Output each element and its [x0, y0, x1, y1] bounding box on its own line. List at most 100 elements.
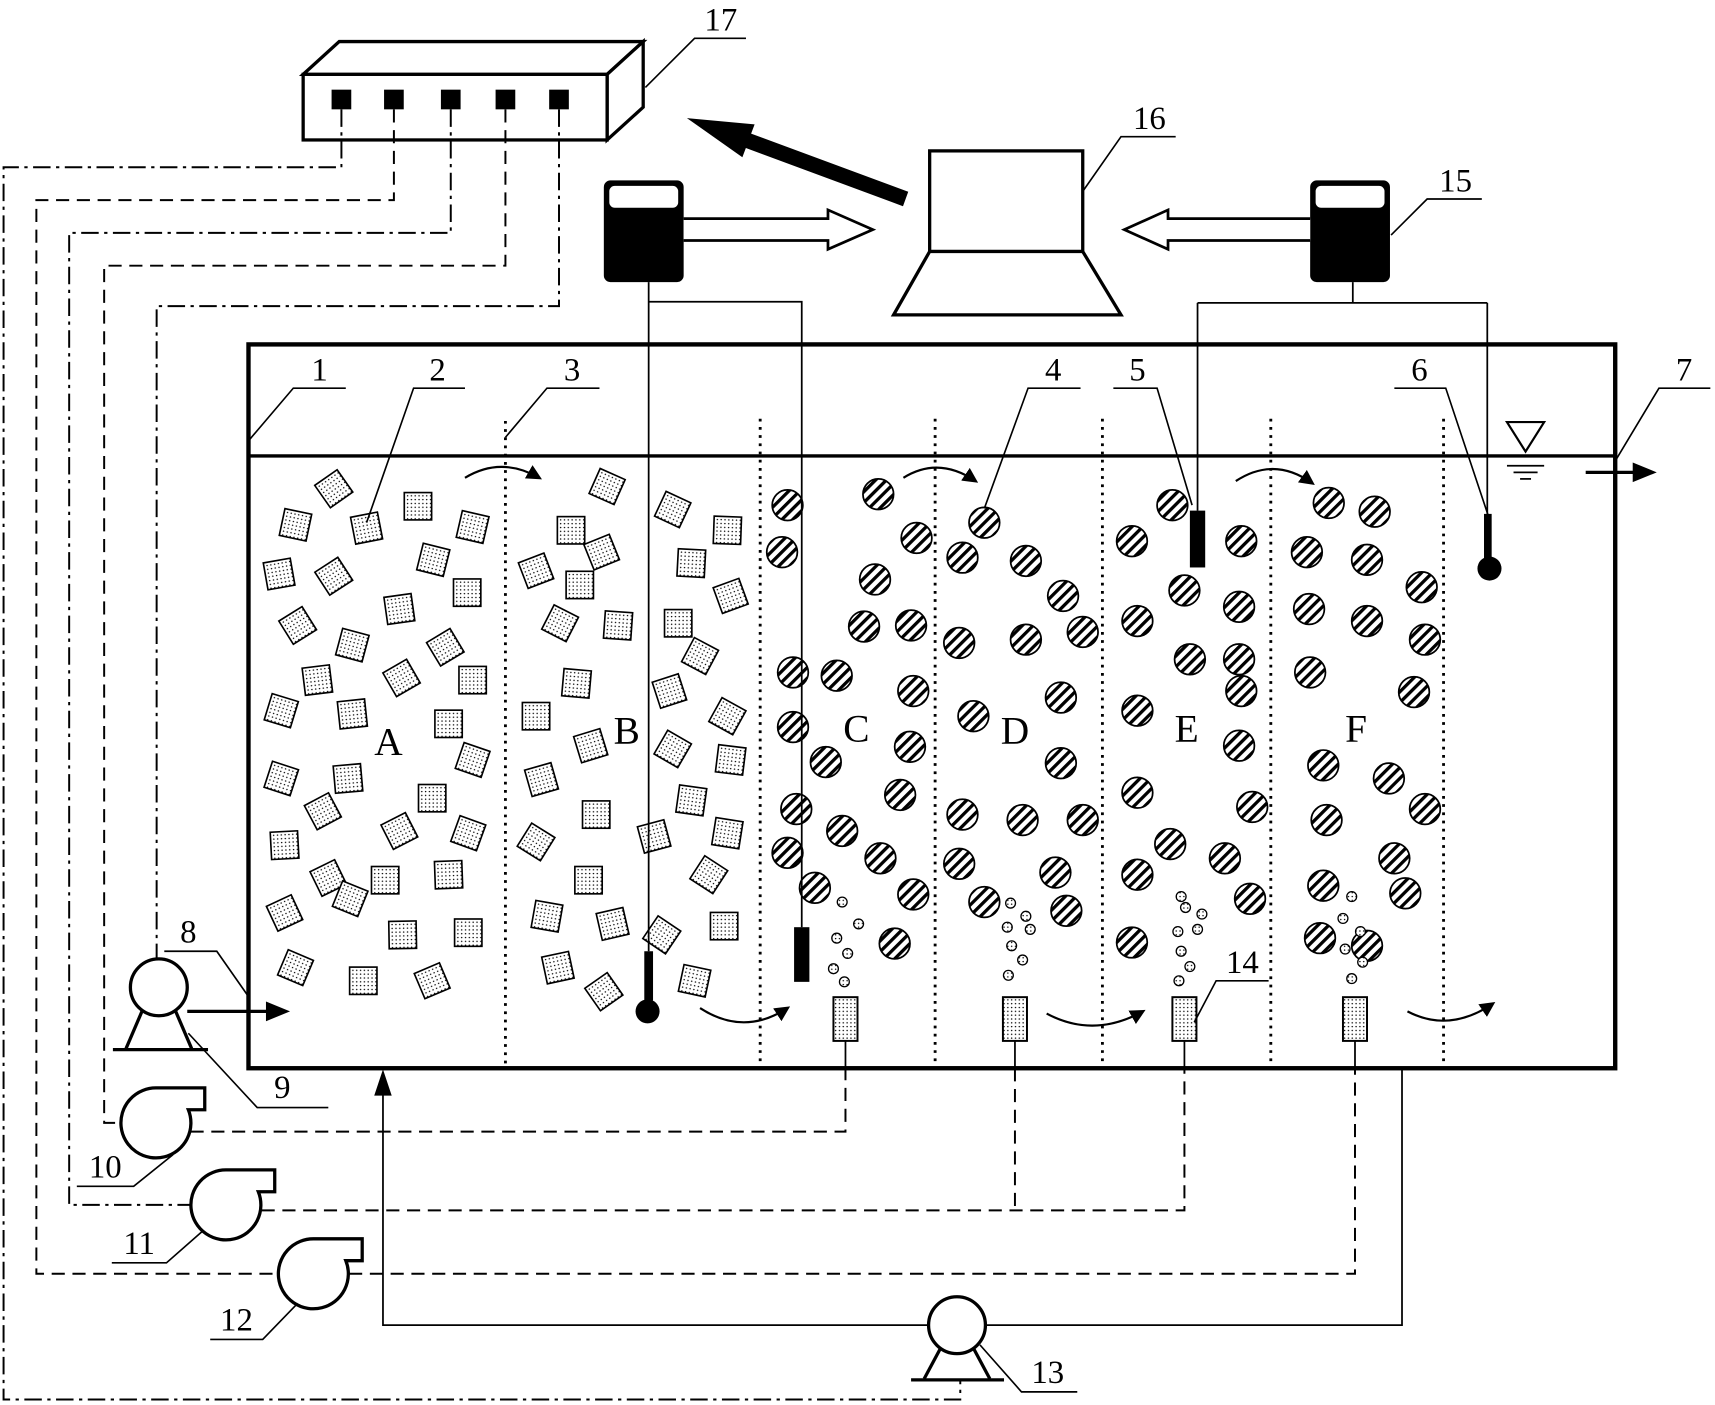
blower-11-icon	[189, 1168, 277, 1242]
carrier-media	[897, 878, 930, 911]
air-bubble	[1002, 969, 1014, 981]
zone-label-f: F	[1345, 706, 1367, 750]
carrier-media	[1046, 579, 1080, 613]
reference-numeral-17: 17	[704, 3, 737, 39]
left-meter-probe-bulb	[635, 999, 660, 1024]
left-meter-electrode-wire	[648, 300, 803, 928]
carrier-media	[1066, 615, 1099, 649]
air-bubble	[1173, 975, 1185, 987]
filler-media	[383, 592, 416, 626]
left-meter-display	[609, 185, 679, 208]
reference-numeral-8: 8	[180, 914, 196, 950]
air-bubble	[1175, 945, 1187, 957]
blower-10-icon	[119, 1086, 207, 1160]
carrier-media	[847, 610, 881, 643]
carrier-media	[862, 478, 895, 511]
filler-media	[278, 507, 313, 543]
carrier-media	[771, 488, 804, 522]
filler-media	[602, 609, 634, 641]
filler-media	[516, 821, 557, 862]
carrier-media	[1173, 643, 1207, 676]
inflow-pump-leg-right	[173, 1009, 194, 1050]
carrier-media	[1066, 803, 1099, 837]
filler-media	[262, 557, 296, 591]
filler-media	[676, 547, 707, 579]
recirculation-arrow-head	[374, 1069, 392, 1096]
reference-numeral-3: 3	[564, 352, 580, 388]
carrier-media	[1225, 525, 1258, 558]
callout-1: 1	[248, 352, 346, 441]
leader-line-9	[187, 1032, 329, 1109]
air-bubble	[1006, 940, 1018, 952]
carrier-media	[1115, 525, 1149, 558]
air-bubble	[853, 918, 865, 930]
air-bubble	[1196, 908, 1208, 920]
reference-numeral-13: 13	[1031, 1355, 1064, 1391]
air-bubble	[827, 963, 840, 975]
left-meter-signal-arrow	[683, 207, 877, 252]
carrier-media	[943, 847, 976, 880]
filler-media	[417, 783, 447, 813]
carrier-media	[809, 745, 842, 779]
carrier-media	[1303, 921, 1337, 955]
filler-media	[581, 800, 611, 830]
flow-arrow-b-to-c	[699, 1006, 791, 1024]
carrier-media	[897, 674, 930, 708]
filler-media	[583, 971, 625, 1012]
filler-media	[663, 608, 693, 638]
carrier-media	[968, 506, 1001, 539]
carrier-media	[1006, 803, 1039, 837]
filler-media	[301, 663, 334, 697]
filler-media	[556, 515, 586, 545]
filler-media	[587, 467, 627, 506]
filler-media	[530, 899, 564, 934]
filler-media	[263, 760, 300, 797]
zone-label-e: E	[1175, 706, 1199, 750]
control-line-blower-12	[35, 109, 395, 1275]
filler-media	[349, 511, 384, 546]
filler-media	[276, 948, 315, 987]
air-bubble	[838, 976, 850, 988]
reference-numeral-10: 10	[89, 1150, 122, 1186]
carrier-media	[1121, 694, 1154, 727]
leader-line-11	[111, 1230, 204, 1264]
carrier-media	[1408, 792, 1442, 826]
filler-media	[540, 950, 576, 985]
filler-media	[677, 963, 712, 998]
carrier-media	[1154, 827, 1187, 861]
air-bubble	[1184, 960, 1196, 973]
controller-box	[298, 37, 648, 144]
carrier-media	[1290, 535, 1324, 569]
carrier-media	[1121, 776, 1154, 809]
carrier-media	[1310, 803, 1343, 837]
right-meter-signal-arrow	[1120, 207, 1311, 252]
filler-media	[560, 667, 593, 700]
reference-numeral-4: 4	[1045, 352, 1061, 388]
inflow-pump-icon	[112, 957, 209, 1052]
filler-media	[712, 515, 743, 546]
recirculation-line-outlet	[985, 1068, 1403, 1327]
leader-line-17	[644, 37, 746, 89]
carrier-media	[1397, 675, 1431, 709]
callout-12: 12	[210, 1303, 299, 1341]
filler-media	[265, 893, 304, 933]
controller-port-2	[384, 89, 404, 110]
reference-numeral-14: 14	[1226, 945, 1259, 981]
carrier-media	[1350, 604, 1384, 638]
carrier-media	[1050, 894, 1083, 927]
filler-media	[636, 818, 672, 855]
left-meter	[603, 180, 684, 283]
leader-line-5	[1113, 387, 1193, 506]
air-bubble	[1001, 921, 1013, 933]
air-bubble	[842, 947, 854, 960]
callout-8: 8	[164, 914, 249, 996]
callout-11: 11	[111, 1226, 204, 1264]
filler-media	[387, 920, 418, 950]
carrier-media	[1009, 544, 1043, 578]
leader-line-8	[164, 950, 249, 996]
filler-media	[370, 865, 400, 895]
diffuser-f	[1341, 996, 1369, 1042]
controller-port-3	[440, 89, 461, 110]
filler-media	[413, 961, 452, 1000]
carrier-media	[1168, 574, 1201, 607]
